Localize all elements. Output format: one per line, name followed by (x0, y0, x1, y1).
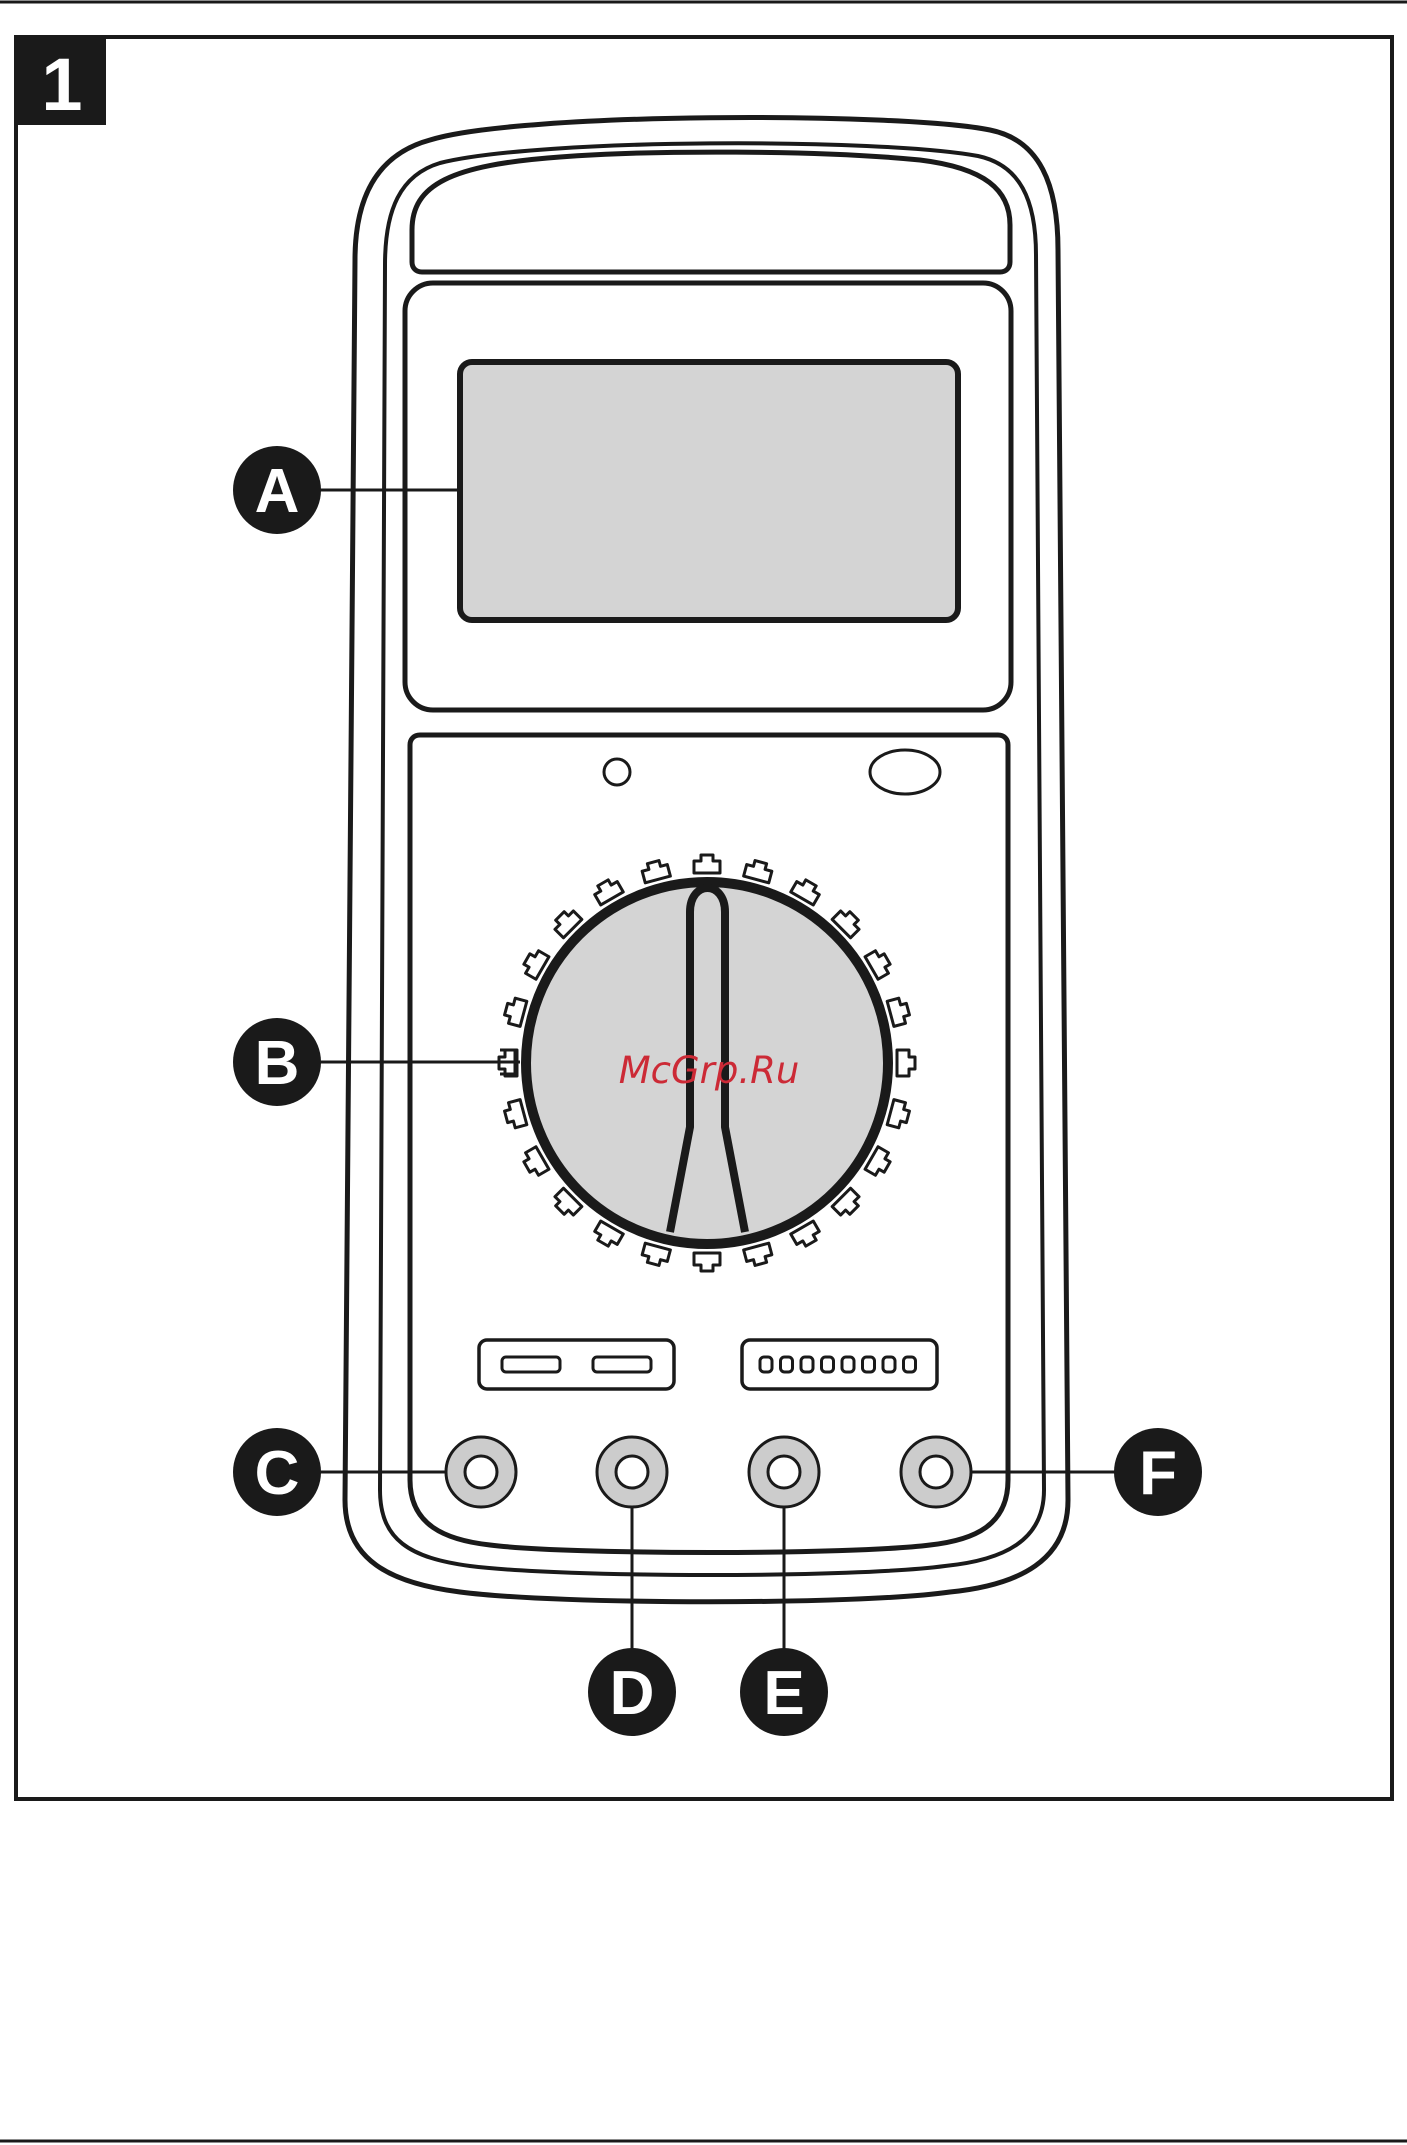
jack-3 (749, 1437, 819, 1507)
jack-hole (920, 1456, 952, 1488)
socket-pin (801, 1357, 813, 1372)
switch-slot-right (593, 1357, 651, 1372)
jack-1 (446, 1437, 516, 1507)
jack-hole (616, 1456, 648, 1488)
callout-c: C (233, 1428, 321, 1516)
display-screen (460, 362, 958, 620)
socket-pin (822, 1357, 834, 1372)
callout-d: D (588, 1648, 676, 1736)
callout-e-label: E (763, 1659, 804, 1728)
socket-pin (842, 1357, 854, 1372)
jack-hole (465, 1456, 497, 1488)
socket-pin (883, 1357, 895, 1372)
socket-pin (760, 1357, 772, 1372)
socket-pin (863, 1357, 875, 1372)
callout-d-label: D (610, 1659, 655, 1728)
switch-slot-left (502, 1357, 560, 1372)
callout-b: B (233, 1018, 321, 1106)
oval-button (870, 750, 940, 794)
jack-4 (901, 1437, 971, 1507)
jack-2 (597, 1437, 667, 1507)
callout-c-label: C (255, 1439, 300, 1508)
callout-a-label: A (255, 457, 300, 526)
top-bumper (412, 152, 1010, 272)
watermark: McGrp.Ru (619, 1049, 800, 1092)
jack-hole (768, 1456, 800, 1488)
callout-f-label: F (1139, 1439, 1177, 1508)
socket-pin (781, 1357, 793, 1372)
figure-number: 1 (41, 43, 82, 126)
indicator-hole (604, 759, 630, 785)
socket-pin (904, 1357, 916, 1372)
callout-f: F (1114, 1428, 1202, 1516)
callout-e: E (740, 1648, 828, 1736)
callout-b-label: B (255, 1029, 300, 1098)
callout-a: A (233, 446, 321, 534)
